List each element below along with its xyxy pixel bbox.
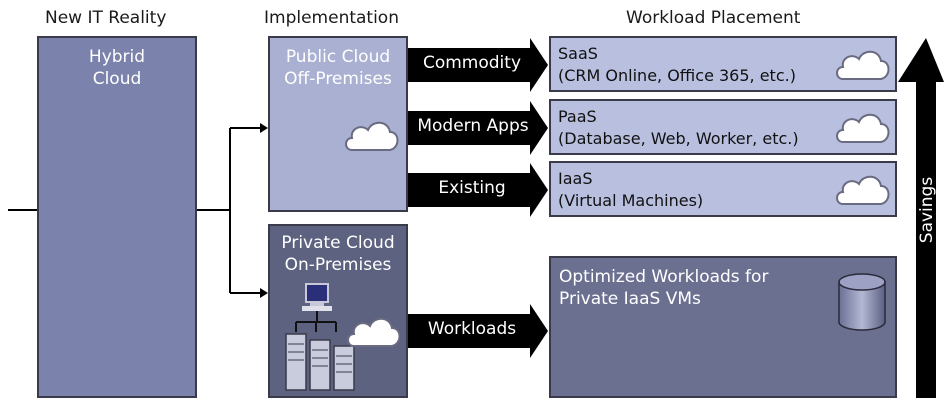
branch-to-private-arrowhead [260, 288, 268, 298]
heading-new-it-reality: New IT Reality [45, 8, 167, 28]
commodity-arrow [408, 38, 548, 92]
paas-detail: (Database, Web, Worker, etc.) [558, 129, 799, 148]
saas-workload-box: SaaS (CRM Online, Office 365, etc.) [549, 36, 897, 92]
commodity-arrow-label: Commodity [422, 53, 522, 73]
private-cloud-label: Private Cloud On-Premises [281, 233, 395, 275]
saas-detail: (CRM Online, Office 365, etc.) [558, 66, 796, 85]
cloud-icon [836, 113, 890, 143]
workloads-arrow-label: Workloads [427, 319, 517, 339]
hybrid-cloud-box: Hybrid Cloud [37, 36, 197, 398]
paas-title: PaaS [558, 107, 597, 126]
hybrid-cloud-label: Hybrid Cloud [88, 47, 146, 89]
saas-title: SaaS [558, 44, 598, 63]
iaas-title: IaaS [558, 169, 593, 188]
server-rack-icon [285, 283, 355, 391]
cloud-icon [836, 175, 890, 205]
public-cloud-box: Public Cloud Off-Premises [268, 36, 408, 212]
database-icon [838, 273, 886, 331]
paas-workload-box: PaaS (Database, Web, Worker, etc.) [549, 99, 897, 155]
savings-arrow [898, 38, 944, 398]
private-iaas-label: Optimized Workloads for Private IaaS VMs [559, 267, 769, 309]
heading-workload-placement: Workload Placement [626, 8, 801, 28]
cloud-icon [345, 121, 399, 151]
cloud-icon [836, 50, 890, 80]
public-cloud-label: Public Cloud Off-Premises [284, 47, 392, 89]
iaas-detail: (Virtual Machines) [558, 191, 704, 210]
existing-arrow [408, 163, 548, 217]
cloud-icon [347, 317, 401, 347]
heading-implementation: Implementation [264, 8, 399, 28]
branch-to-public-arrowhead [260, 123, 268, 133]
savings-label: Savings [917, 176, 937, 244]
iaas-workload-box: IaaS (Virtual Machines) [549, 161, 897, 217]
workloads-arrow [408, 304, 548, 358]
modern-apps-arrow [408, 101, 548, 155]
private-iaas-workload-box: Optimized Workloads for Private IaaS VMs [549, 256, 897, 398]
modern-apps-arrow-label: Modern Apps [417, 116, 529, 136]
private-cloud-box: Private Cloud On-Premises [268, 224, 408, 398]
existing-arrow-label: Existing [438, 178, 506, 198]
